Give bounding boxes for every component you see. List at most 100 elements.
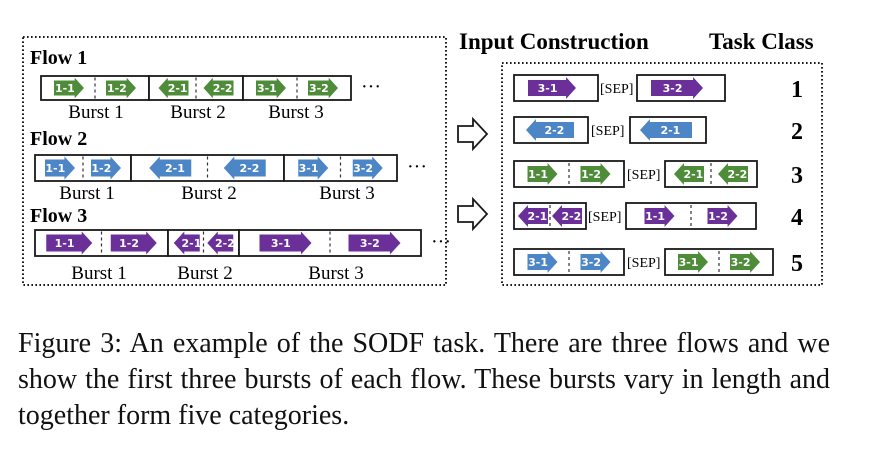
- packet-label: 1-1: [55, 82, 75, 95]
- packet-label: 3-1: [257, 82, 277, 95]
- packet-arrow: [259, 231, 312, 255]
- packet-1-1: 1-1: [54, 77, 84, 99]
- flow-ellipsis: ···: [407, 156, 427, 178]
- packet-2-1: 2-1: [149, 156, 192, 180]
- packet-label: 3-2: [663, 82, 683, 95]
- packet-arrow: [207, 231, 234, 255]
- packet-2-1: 2-1: [158, 77, 189, 99]
- packet-arrow: [526, 119, 574, 141]
- flow-ellipsis: ···: [431, 231, 451, 253]
- packet-2-2: 2-2: [207, 231, 235, 255]
- packet-1-2: 1-2: [106, 77, 136, 99]
- task-class-number: 4: [791, 205, 803, 231]
- packet-1-2: 1-2: [110, 231, 157, 255]
- packet-arrow: [256, 77, 286, 99]
- task-class-number: 2: [791, 119, 803, 145]
- packet-2-2: 2-2: [223, 156, 266, 180]
- packet-label: 1-2: [91, 162, 111, 175]
- packet-label: 2-1: [165, 162, 185, 175]
- burst-label: Burst 3: [319, 183, 374, 204]
- burst-label: Burst 1: [71, 263, 126, 284]
- construction-panel: [501, 62, 823, 286]
- packet-label: 1-1: [55, 237, 75, 250]
- packet-3-2: 3-2: [308, 77, 338, 99]
- packet-label: 2-1: [527, 210, 547, 223]
- packet-label: 1-1: [645, 210, 665, 223]
- burst-label: Burst 2: [181, 183, 236, 204]
- flow-label: Flow 3: [30, 205, 87, 227]
- packet-label: 1-2: [119, 237, 139, 250]
- packet-label: 2-2: [213, 82, 233, 95]
- packet-arrow: [308, 77, 338, 99]
- packet-1-2: 1-2: [707, 205, 738, 227]
- sep-token: [SEP]: [588, 210, 621, 225]
- packet-label: 2-1: [168, 82, 188, 95]
- packet-3-2: 3-2: [352, 156, 383, 180]
- packet-1-1: 1-1: [527, 163, 558, 185]
- packet-arrow: [518, 205, 548, 227]
- packet-3-2: 3-2: [651, 77, 703, 99]
- packet-label: 3-1: [679, 256, 699, 269]
- task-class-number: 1: [791, 77, 803, 103]
- packet-3-1: 3-1: [259, 231, 312, 255]
- packet-arrow: [46, 231, 93, 255]
- task-class-header: Task Class: [709, 29, 814, 54]
- packet-label: 3-1: [299, 162, 319, 175]
- figure-caption: Figure 3: An example of the SODF task. T…: [18, 328, 830, 431]
- packet-3-2: 3-2: [580, 251, 611, 273]
- packet-arrow: [718, 163, 748, 185]
- packet-1-2: 1-2: [91, 156, 121, 180]
- packet-3-2: 3-2: [730, 251, 760, 273]
- packet-arrow: [223, 156, 266, 180]
- packet-1-1: 1-1: [644, 205, 675, 227]
- packet-2-1: 2-1: [674, 163, 704, 185]
- packet-label: 3-2: [309, 82, 329, 95]
- flow-label: Flow 2: [30, 128, 87, 150]
- packet-2-2: 2-2: [203, 77, 234, 99]
- burst-label: Burst 2: [177, 263, 232, 284]
- task-class-number: 5: [791, 251, 803, 277]
- packet-label: 3-1: [528, 256, 548, 269]
- packet-arrow: [298, 156, 329, 180]
- packet-arrow: [91, 156, 121, 180]
- burst-label: Burst 3: [268, 102, 323, 123]
- packet-2-2: 2-2: [718, 163, 748, 185]
- packet-label: 2-1: [683, 168, 703, 181]
- sep-token: [SEP]: [627, 256, 660, 271]
- packet-label: 2-1: [660, 124, 680, 137]
- packet-arrow: [45, 156, 75, 180]
- packet-label: 3-2: [731, 256, 751, 269]
- packet-arrow: [527, 251, 558, 273]
- packet-arrow: [348, 231, 401, 255]
- packet-arrow: [644, 205, 675, 227]
- burst-label: Burst 1: [68, 102, 123, 123]
- packet-label: 3-2: [353, 162, 373, 175]
- packet-label: 1-2: [581, 168, 601, 181]
- packet-arrow: [580, 163, 611, 185]
- packet-3-1: 3-1: [298, 156, 329, 180]
- packet-arrow: [173, 231, 200, 255]
- packet-label: 1-2: [107, 82, 127, 95]
- sample-row-5: 3-1 3-2 [SEP] 3-1 3-2 5: [513, 248, 803, 277]
- packet-arrow: [651, 77, 703, 99]
- packet-2-1: 2-1: [640, 119, 692, 141]
- packet-label: 2-1: [181, 237, 201, 250]
- packet-arrow: [352, 156, 383, 180]
- packet-2-1: 2-1: [173, 231, 201, 255]
- packet-arrow: [110, 231, 157, 255]
- packet-label: 1-1: [45, 162, 65, 175]
- packet-3-1: 3-1: [527, 251, 558, 273]
- packet-3-2: 3-2: [348, 231, 401, 255]
- packet-label: 3-2: [360, 237, 380, 250]
